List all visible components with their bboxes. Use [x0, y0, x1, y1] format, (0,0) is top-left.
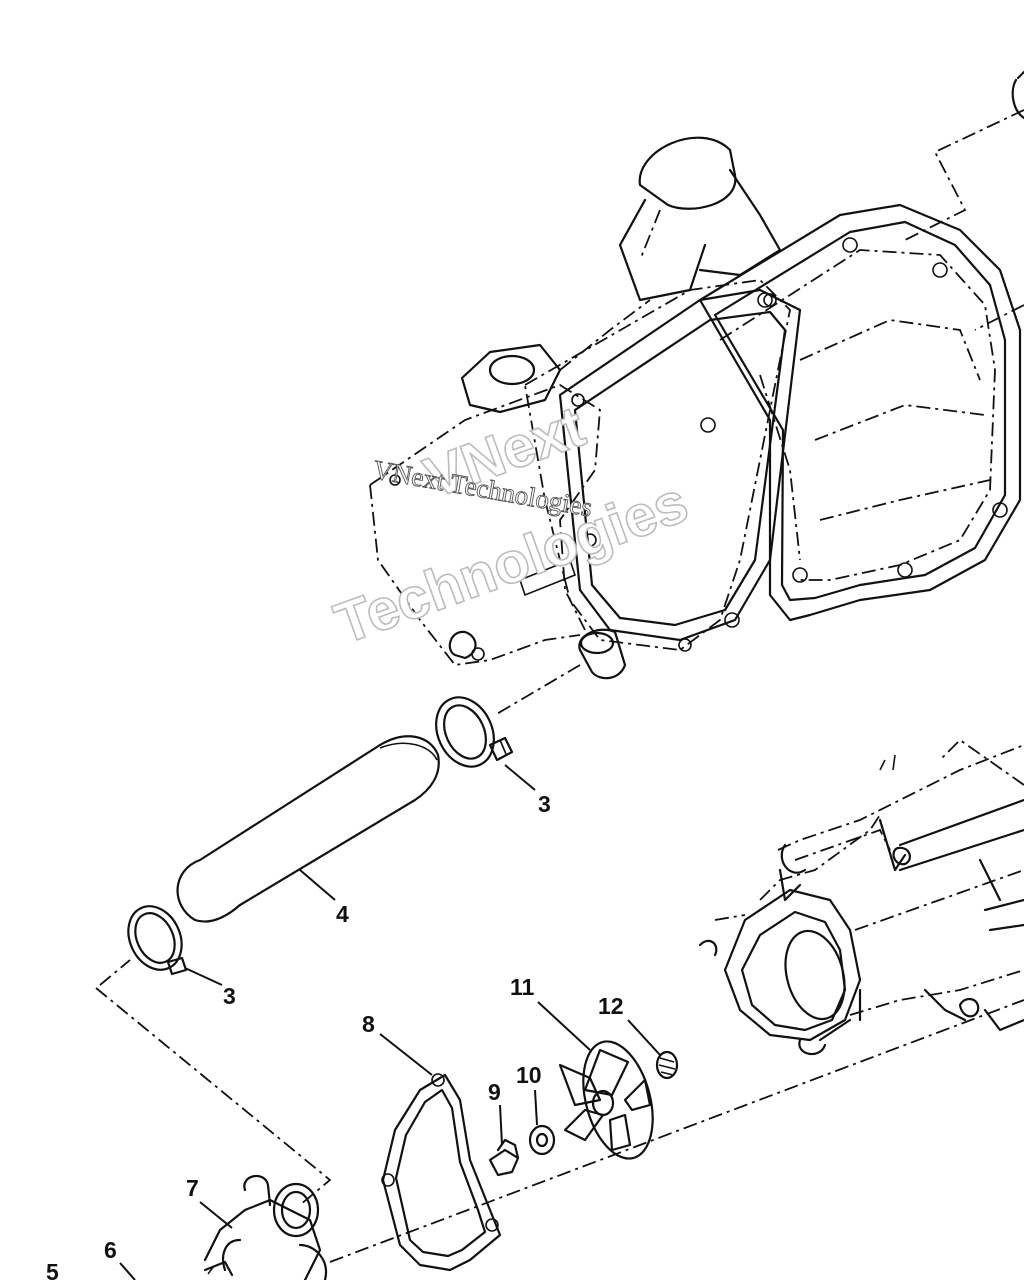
cylinder-head-assembly — [369, 70, 1024, 680]
callout-4: 4 — [336, 901, 349, 927]
callout-3-upper: 3 — [538, 791, 551, 817]
callout-7: 7 — [186, 1175, 199, 1201]
impeller — [558, 1040, 654, 1160]
coolant-hose — [176, 735, 440, 923]
mechanical-seal — [655, 1050, 679, 1080]
drain-plug — [488, 1138, 520, 1177]
hose-clamp-lower — [127, 905, 188, 976]
callout-9: 9 — [488, 1079, 501, 1105]
callout-3-lower: 3 — [223, 983, 236, 1009]
watermark: VNext Technologies VNext Technologies — [326, 393, 697, 658]
callout-11: 11 — [510, 974, 535, 1000]
callout-12: 12 — [598, 993, 624, 1019]
crankcase-housing — [698, 738, 1024, 1056]
hose-clamp-upper — [435, 696, 514, 768]
pump-cover-housing — [203, 1174, 328, 1280]
callout-10: 10 — [516, 1062, 542, 1088]
washer — [528, 1124, 556, 1156]
part-callouts: 3 4 3 11 12 8 10 9 7 6 5 — [46, 791, 624, 1280]
callout-6: 6 — [104, 1237, 117, 1263]
callout-8: 8 — [362, 1011, 375, 1037]
callout-5: 5 — [46, 1259, 59, 1280]
leader-lines — [119, 764, 661, 1280]
assembly-centerlines — [95, 664, 1024, 1263]
water-pump-gasket — [381, 1073, 502, 1272]
